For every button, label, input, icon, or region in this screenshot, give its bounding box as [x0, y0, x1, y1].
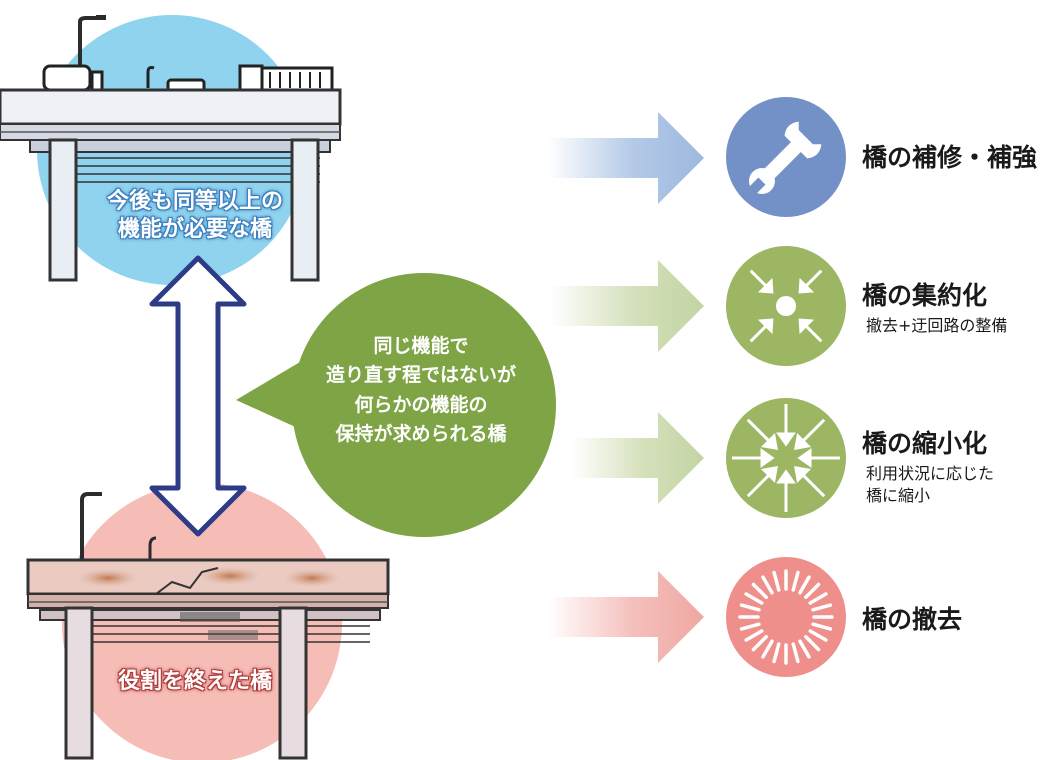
arrow-removal	[548, 571, 704, 663]
burst-ray	[811, 622, 833, 631]
option-consolidation-title: 橋の集約化	[862, 281, 988, 310]
double-arrow	[149, 255, 247, 537]
burst-ray	[739, 622, 761, 631]
option-downsizing-subtitle-line2: 橋に縮小	[866, 486, 931, 505]
label-top-bridge: 今後も同等以上の 機能が必要な橋	[80, 188, 310, 243]
burst-ray	[744, 592, 764, 605]
burst-ray	[744, 629, 764, 642]
option-downsizing-title: 橋の縮小化	[862, 429, 988, 458]
burst-ray	[751, 635, 768, 652]
wrench-icon	[726, 97, 846, 217]
option-consolidation-subtitle: 撤去+迂回路の整備	[866, 316, 1008, 335]
top-bridge-illustration	[0, 15, 342, 285]
bubble-line3: 何らかの機能の	[354, 393, 488, 416]
burst-ray	[798, 575, 811, 595]
burst-ray	[772, 570, 781, 592]
burst-ray	[804, 582, 821, 599]
bubble-text: 同じ機能で 造り直す程ではないが 何らかの機能の 保持が求められる橋	[296, 332, 546, 450]
option-downsizing-subtitle-line1: 利用状況に応じた	[866, 464, 995, 483]
burst-ray	[761, 575, 774, 595]
burst-ray	[739, 603, 761, 612]
burst-ray	[811, 603, 833, 612]
option-repair-title: 橋の補修・補強	[862, 143, 1038, 172]
bubble-line1: 同じ機能で	[373, 335, 469, 357]
label-top-bridge-line1: 今後も同等以上の	[106, 189, 283, 214]
arrow-consolidation	[550, 260, 704, 352]
burst-ray	[791, 642, 800, 664]
burst-ray	[798, 639, 811, 659]
burst-ray	[808, 629, 828, 642]
speech-bubble	[236, 273, 556, 537]
burst-ray	[808, 592, 828, 605]
burst-ray	[772, 642, 781, 664]
shrink-arrows-icon	[726, 398, 846, 518]
label-bottom-bridge: 役割を終えた橋	[117, 669, 272, 694]
burst-ray	[791, 570, 800, 592]
arrow-repair	[548, 112, 704, 204]
label-top-bridge-line2: 機能が必要な橋	[117, 216, 272, 242]
converge-dot-icon	[726, 246, 846, 366]
burst-ray	[804, 635, 821, 652]
bubble-line4: 保持が求められる橋	[335, 423, 507, 446]
burst-ray	[761, 639, 774, 659]
burst-icon	[726, 557, 846, 677]
option-removal-title: 橋の撤去	[862, 605, 963, 634]
bottom-bridge-illustration	[26, 483, 390, 760]
arrow-downsizing	[572, 412, 704, 504]
burst-ray	[751, 582, 768, 599]
bubble-line2: 造り直す程ではないが	[325, 364, 516, 387]
